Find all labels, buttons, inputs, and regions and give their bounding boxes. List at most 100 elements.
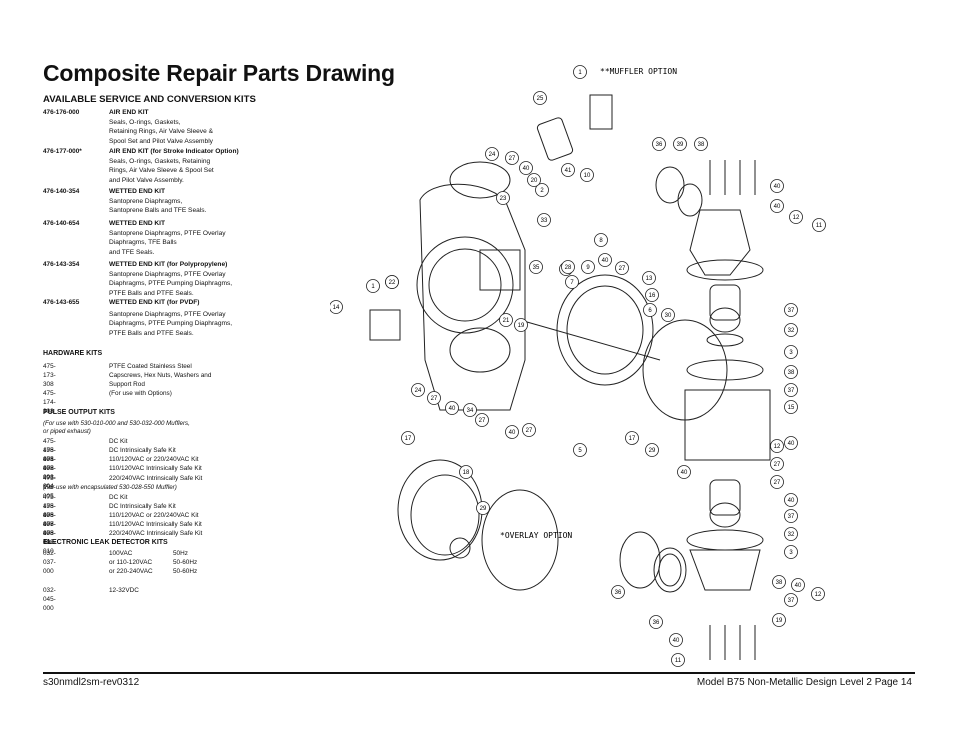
- pulse-note: (For use with encapsulated 530-028-550 M…: [43, 484, 177, 491]
- gasket-ring-inner: [658, 553, 682, 587]
- callout-balloon: [519, 161, 533, 175]
- kit-part-number: 476-143-655: [43, 299, 80, 306]
- callout-number: 27: [774, 462, 781, 468]
- kit-desc-line: Santoprene Diaphragms, PTFE Overlay: [109, 270, 226, 278]
- callout-number: 36: [653, 620, 660, 626]
- description: 110/120VAC or 220/240VAC Kit: [109, 512, 199, 519]
- callout-balloon: [784, 303, 798, 317]
- callout-number: 10: [584, 173, 591, 179]
- callout-number: 11: [816, 223, 823, 229]
- callout-balloon: [661, 308, 675, 322]
- kit-part-number: 476-176-000: [43, 109, 80, 116]
- connecting-rod: [519, 319, 661, 361]
- callout-number: 29: [649, 448, 656, 454]
- description: PTFE Coated Stainless Steel: [109, 363, 192, 370]
- description: or 110-120VAC: [109, 559, 153, 566]
- callout-number: 40: [523, 166, 530, 172]
- callout-number: 28: [565, 265, 572, 271]
- callout-number: 36: [656, 142, 663, 148]
- muffler-valve-block: [589, 94, 613, 130]
- part-number: 475-174-308: [43, 390, 56, 416]
- callout-number: 34: [467, 408, 474, 414]
- callout-balloon: [770, 457, 784, 471]
- callout-balloon: [772, 575, 786, 589]
- callout-number: 39: [677, 142, 684, 148]
- kit-entry: 476-176-000 AIR END KIT Seals, O-rings, …: [43, 108, 283, 146]
- callout-number: 3: [789, 550, 793, 556]
- kit-desc-line: Seals, O-rings, Gaskets, Retaining: [109, 157, 211, 165]
- callout-balloon: [772, 613, 786, 627]
- callout-balloon: [573, 65, 587, 79]
- description: 110/120VAC Intrinsically Safe Kit: [109, 465, 202, 472]
- callout-number: 19: [776, 618, 783, 624]
- callout-number: 40: [774, 204, 781, 210]
- callout-number: 27: [526, 428, 533, 434]
- description: 220/240VAC Intrinsically Safe Kit: [109, 475, 203, 482]
- page-footer-model: Model B75 Non-Metallic Design Level 2 Pa…: [696, 677, 912, 688]
- pulse-note: (For use with 530-010-000 and 530-032-00…: [43, 420, 190, 427]
- muffler-cylinder: [536, 117, 574, 161]
- callout-balloon: [784, 509, 798, 523]
- kit-desc-line: PTFE Balls and PTFE Seals.: [109, 329, 194, 337]
- callout-number: 27: [774, 480, 781, 486]
- callout-number: 6: [648, 308, 652, 314]
- callout-number: 41: [565, 168, 572, 174]
- callout-balloon: [529, 260, 543, 274]
- callout-number: 40: [795, 583, 802, 589]
- kit-desc-line: Diaphragms, PTFE Pumping Diaphragms,: [109, 320, 233, 328]
- callout-balloon: [811, 587, 825, 601]
- footer-divider: [43, 672, 915, 674]
- top-flange: [686, 259, 764, 281]
- check-ball-upper: [709, 307, 741, 333]
- pumping-diaphragm: [481, 489, 559, 591]
- callout-number: 27: [509, 156, 516, 162]
- callout-balloon: [565, 275, 579, 289]
- callout-balloon: [475, 413, 489, 427]
- frequency: 50-60Hz: [173, 559, 198, 566]
- lower-manifold: [449, 327, 511, 373]
- diaphragm-plate: [449, 537, 471, 559]
- kit-part-number: 476-177-000*: [43, 148, 82, 155]
- description: DC Kit: [109, 438, 128, 445]
- callout-balloon: [485, 147, 499, 161]
- flange-ring: [686, 359, 764, 381]
- callout-balloon: [533, 91, 547, 105]
- callout-balloon: [652, 137, 666, 151]
- frequency: 50Hz: [173, 550, 188, 557]
- kit-desc-line: Retaining Rings, Air Valve Sleeve &: [109, 128, 213, 136]
- callout-number: 35: [533, 265, 540, 271]
- callout-number: 33: [541, 218, 548, 224]
- kit-entry: 476-143-354 WETTED END KIT (for Polyprop…: [43, 260, 283, 298]
- callout-number: 8: [599, 238, 603, 244]
- callout-number: 38: [698, 142, 705, 148]
- description: DC Intrinsically Safe Kit: [109, 503, 176, 510]
- kit-name: WETTED END KIT (for Polypropylene): [109, 261, 228, 268]
- seat-upper: [706, 333, 744, 347]
- part-number: 475-198-009: [43, 521, 56, 547]
- callout-number: 24: [489, 152, 496, 158]
- callout-balloon: [535, 183, 549, 197]
- callout-balloon: [770, 179, 784, 193]
- callout-number: 40: [788, 498, 795, 504]
- gasket-ring: [653, 547, 687, 593]
- pilot-valve: [369, 309, 401, 341]
- callout-number: 1: [371, 284, 375, 290]
- callout-balloon: [514, 318, 528, 332]
- description: DC Kit: [109, 494, 128, 501]
- check-ball-lower: [709, 502, 741, 528]
- part-number: 475-198-002: [43, 447, 56, 473]
- callout-balloon: [427, 391, 441, 405]
- part-number: 475-198-003: [43, 456, 56, 482]
- callout-balloon: [671, 653, 685, 667]
- callout-number: 27: [431, 396, 438, 402]
- part-number: 032-045-000: [43, 587, 56, 613]
- callout-number: 11: [675, 658, 682, 664]
- callout-number: 37: [788, 598, 795, 604]
- callout-balloon: [505, 151, 519, 165]
- part-number: 475-198-006: [43, 494, 56, 520]
- kit-part-number: 476-143-354: [43, 261, 80, 268]
- callout-balloon: [770, 475, 784, 489]
- callout-balloon: [527, 173, 541, 187]
- callout-balloon: [561, 260, 575, 274]
- kit-name: AIR END KIT (for Stroke Indicator Option…: [109, 148, 239, 155]
